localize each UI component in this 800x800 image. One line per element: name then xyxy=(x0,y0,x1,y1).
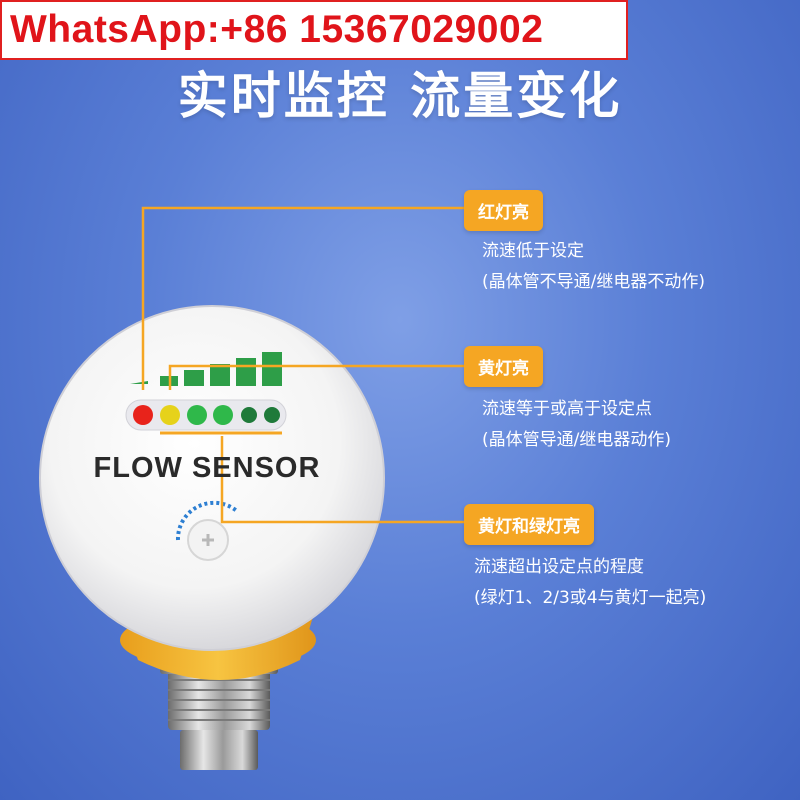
led-green-3 xyxy=(241,407,257,423)
callout-tag-yellow-green: 黄灯和绿灯亮 xyxy=(464,504,594,545)
callout-desc-line: (晶体管导通/继电器动作) xyxy=(482,430,671,450)
led-red xyxy=(133,405,153,425)
callout-desc-yellow: 流速等于或高于设定点 (晶体管导通/继电器动作) xyxy=(482,394,671,456)
led-green-1 xyxy=(187,405,207,425)
callout-desc-line: 流速等于或高于设定点 xyxy=(482,399,652,419)
led-green-2 xyxy=(213,405,233,425)
led-green-4 xyxy=(264,407,280,423)
callout-desc-red: 流速低于设定 (晶体管不导通/继电器不动作) xyxy=(482,236,705,298)
led-indicators xyxy=(133,405,280,425)
callout-desc-line: (晶体管不导通/继电器不动作) xyxy=(482,272,705,292)
callout-desc-line: 流速低于设定 xyxy=(482,241,584,261)
led-yellow xyxy=(160,405,180,425)
callout-lines xyxy=(141,206,464,524)
whatsapp-contact: WhatsApp:+86 15367029002 xyxy=(10,8,544,51)
callout-desc-yellow-green: 流速超出设定点的程度 (绿灯1、2/3或4与黄灯一起亮) xyxy=(474,552,706,614)
page-title: 实时监控 流量变化 xyxy=(177,67,623,125)
sensitivity-knob xyxy=(175,500,240,561)
callout-desc-line: 流速超出设定点的程度 xyxy=(474,557,644,577)
sensor-label: FLOW SENSOR xyxy=(93,452,321,484)
whatsapp-banner: WhatsApp:+86 15367029002 xyxy=(0,0,628,60)
callout-desc-line: (绿灯1、2/3或4与黄灯一起亮) xyxy=(474,588,707,608)
sensor-face xyxy=(39,305,385,651)
callout-tag-yellow: 黄灯亮 xyxy=(464,346,543,387)
callout-tag-red: 红灯亮 xyxy=(464,190,543,231)
